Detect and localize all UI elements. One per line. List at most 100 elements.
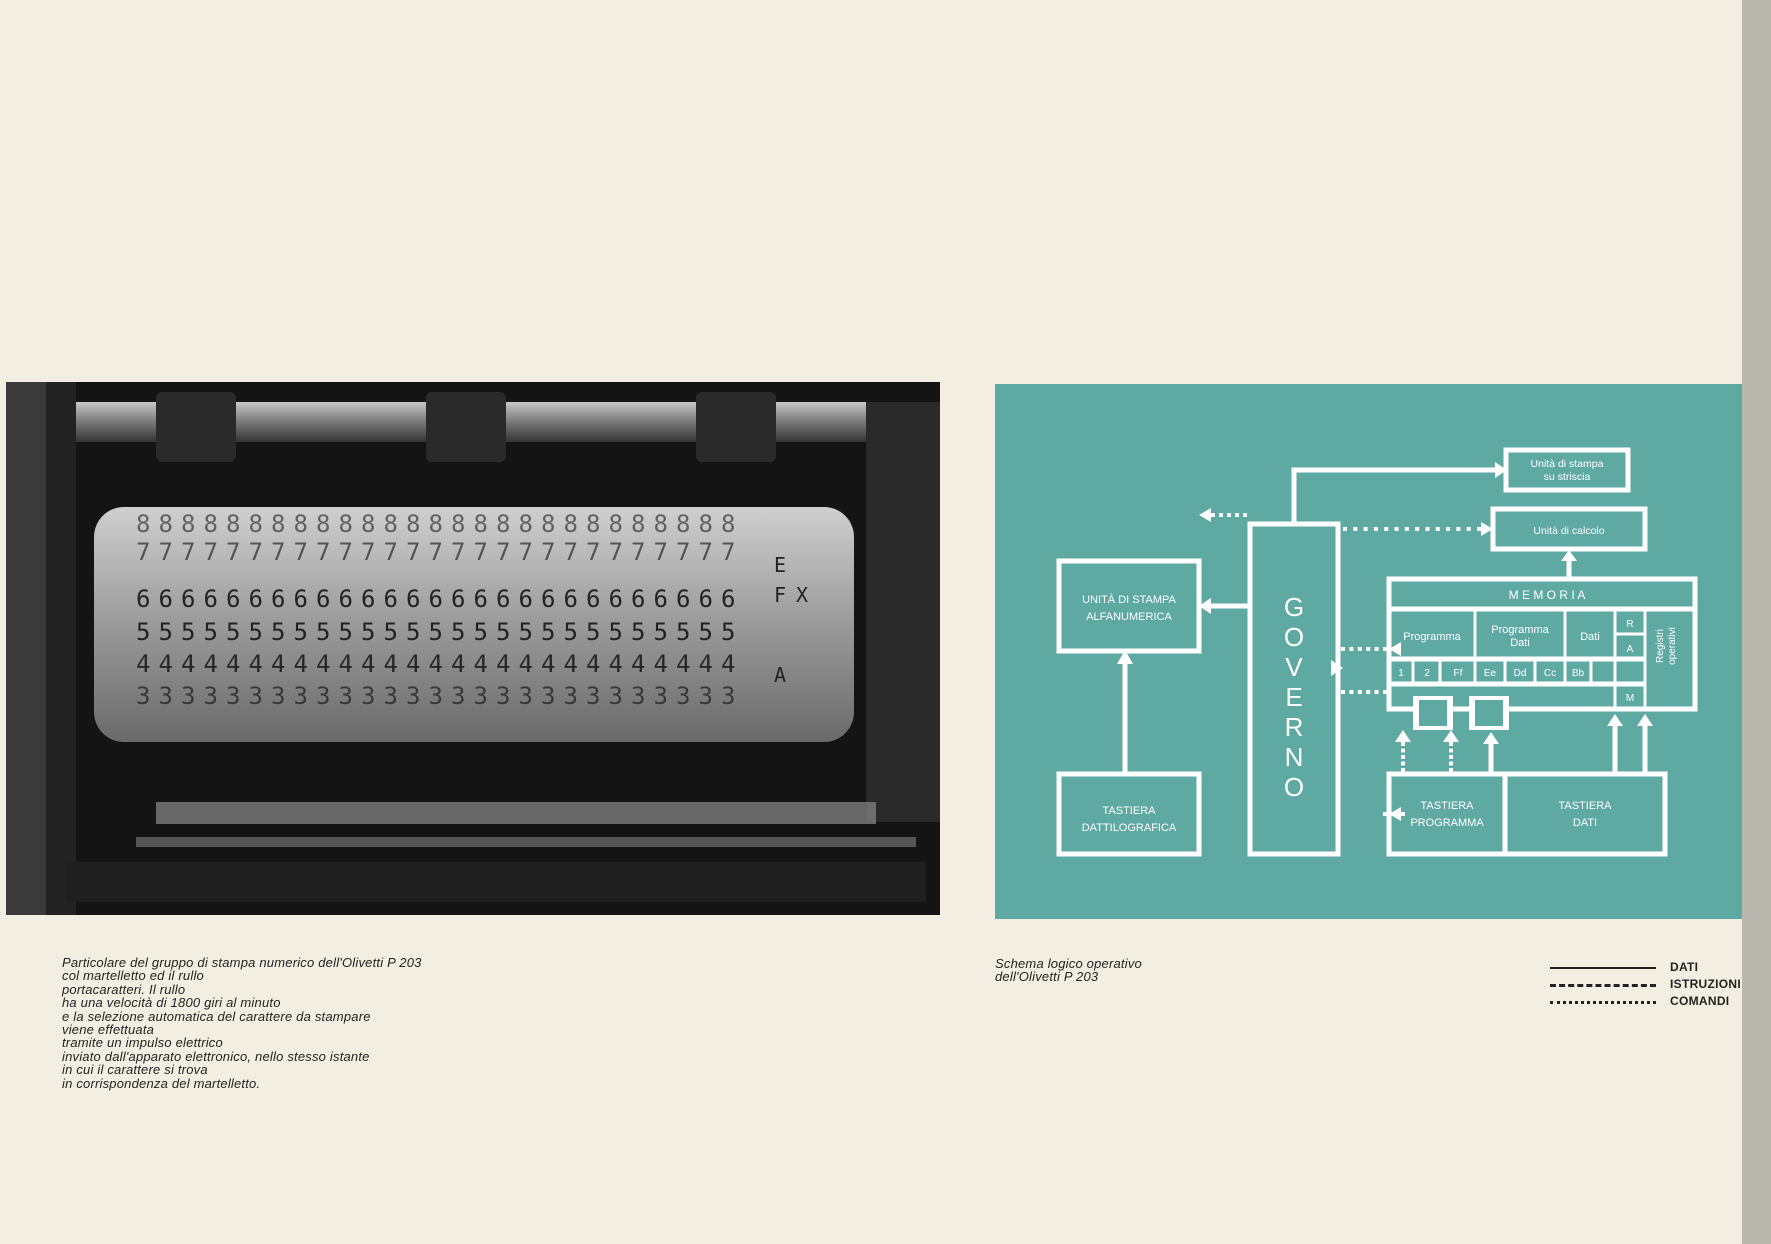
drum-digit: 6 xyxy=(384,585,398,613)
dotted-connector-dot xyxy=(1449,742,1453,746)
dotted-connector-dot xyxy=(1449,768,1453,772)
dotted-connector-dot xyxy=(1401,812,1405,816)
legend-item-istruzioni: ISTRUZIONI xyxy=(1550,977,1741,993)
drum-digit: 7 xyxy=(249,538,263,566)
drum-digit: 6 xyxy=(519,585,533,613)
calc-unit-label: Unità di calcolo xyxy=(1533,525,1604,537)
drum-digit: 7 xyxy=(429,538,443,566)
dotted-connector-dot xyxy=(1227,513,1231,517)
drum-digit: 6 xyxy=(159,585,173,613)
drum-digit: 7 xyxy=(699,538,713,566)
dotted-connector-dot xyxy=(1341,690,1345,694)
drum-digit: 8 xyxy=(429,510,443,538)
drum-digit: 5 xyxy=(721,618,735,646)
dotted-connector-dot xyxy=(1401,755,1405,759)
caption-line: Schema logico operativo xyxy=(995,956,1142,971)
drum-digit: 8 xyxy=(316,510,330,538)
drum-digit: 5 xyxy=(496,618,510,646)
data-keyboard-label-1: TASTIERA xyxy=(1559,800,1613,812)
drum-digit: 8 xyxy=(406,510,420,538)
dotted-connector-dot xyxy=(1343,527,1347,531)
registri-label-1: Registri xyxy=(1655,629,1666,663)
drum-digit: 4 xyxy=(519,650,533,678)
logic-diagram-panel: Unità di stampa su striscia Unità di cal… xyxy=(995,384,1759,919)
drum-digit: 3 xyxy=(384,682,398,710)
dotted-connector-dot xyxy=(1211,513,1215,517)
legend-label: COMANDI xyxy=(1670,994,1730,1008)
dotted-connector-dot xyxy=(1383,812,1387,816)
drum-digit: 7 xyxy=(451,538,465,566)
memoria-programma: Programma xyxy=(1403,631,1461,643)
drum-digit: 8 xyxy=(609,510,623,538)
drum-digit: 6 xyxy=(339,585,353,613)
drum-digit: 5 xyxy=(271,618,285,646)
drum-digit: 6 xyxy=(451,585,465,613)
drum-digit: 5 xyxy=(586,618,600,646)
drum-digit: 4 xyxy=(586,650,600,678)
solid-line-icon xyxy=(1550,967,1656,969)
dotted-connector-dot xyxy=(1383,690,1387,694)
governo-letter: N xyxy=(1285,742,1304,772)
drum-digit: 4 xyxy=(699,650,713,678)
drum-digit: 6 xyxy=(699,585,713,613)
dotted-connector-dot xyxy=(1401,742,1405,746)
drum-digit: 8 xyxy=(204,510,218,538)
caption-line: ha una velocità di 1800 giri al minuto xyxy=(62,995,281,1011)
dotted-connector-dot xyxy=(1373,527,1378,531)
drum-digit: 4 xyxy=(294,650,308,678)
drum-digit: 8 xyxy=(159,510,173,538)
drum-digit: 6 xyxy=(496,585,510,613)
drum-side-letter: F xyxy=(774,583,786,607)
drum-digit: 8 xyxy=(474,510,488,538)
drum-digit: 3 xyxy=(159,682,173,710)
drum-digit: 3 xyxy=(204,682,218,710)
register-bb: Bb xyxy=(1572,668,1585,679)
drum-digit: 3 xyxy=(586,682,600,710)
drum-digit: 6 xyxy=(474,585,488,613)
drum-digit: 3 xyxy=(406,682,420,710)
drum-digit: 6 xyxy=(429,585,443,613)
drum-digit: 3 xyxy=(496,682,510,710)
drum-digit: 6 xyxy=(316,585,330,613)
drum-digit: 7 xyxy=(564,538,578,566)
drum-digit: 6 xyxy=(631,585,645,613)
drum-digit: 8 xyxy=(631,510,645,538)
drum-digit: 4 xyxy=(339,650,353,678)
drum-digit: 7 xyxy=(159,538,173,566)
drum-side-letter: A xyxy=(774,663,786,687)
page-edge xyxy=(1742,0,1771,1244)
register-1: 1 xyxy=(1398,668,1404,679)
governo-letter: G xyxy=(1284,592,1304,622)
drum-digit: 7 xyxy=(361,538,375,566)
typing-keyboard-label-1: TASTIERA xyxy=(1103,805,1157,817)
caption-line: viene effettuata xyxy=(62,1022,155,1038)
dotted-connector-dot xyxy=(1363,527,1368,531)
drum-digit: 6 xyxy=(249,585,263,613)
alpha-printer-label-1: UNITÀ DI STAMPA xyxy=(1082,593,1176,606)
drum-digit: 8 xyxy=(226,510,240,538)
drum-digit: 3 xyxy=(474,682,488,710)
dotted-connector-dot xyxy=(1243,513,1247,517)
dotted-connector-dot xyxy=(1349,690,1354,694)
drum-digit: 6 xyxy=(361,585,375,613)
drum-digit: 5 xyxy=(249,618,263,646)
drum-digit: 8 xyxy=(496,510,510,538)
caption-line: in corrispondenza del martelletto. xyxy=(62,1075,261,1091)
drum-digit: 4 xyxy=(136,650,150,678)
drum-digit: 8 xyxy=(564,510,578,538)
drum-digit: 3 xyxy=(564,682,578,710)
drum-digit: 4 xyxy=(204,650,218,678)
drum-digit: 4 xyxy=(316,650,330,678)
drum-digit: 4 xyxy=(429,650,443,678)
drum-digit: 8 xyxy=(181,510,195,538)
drum-digit: 3 xyxy=(339,682,353,710)
drum-digit: 4 xyxy=(451,650,465,678)
drum-digit: 7 xyxy=(136,538,150,566)
drum-digit: 5 xyxy=(519,618,533,646)
diagram-legend: DATI ISTRUZIONI COMANDI xyxy=(1550,960,1741,1010)
drum-digit: 4 xyxy=(406,650,420,678)
drum-digit: 4 xyxy=(721,650,735,678)
drum-digit: 4 xyxy=(496,650,510,678)
